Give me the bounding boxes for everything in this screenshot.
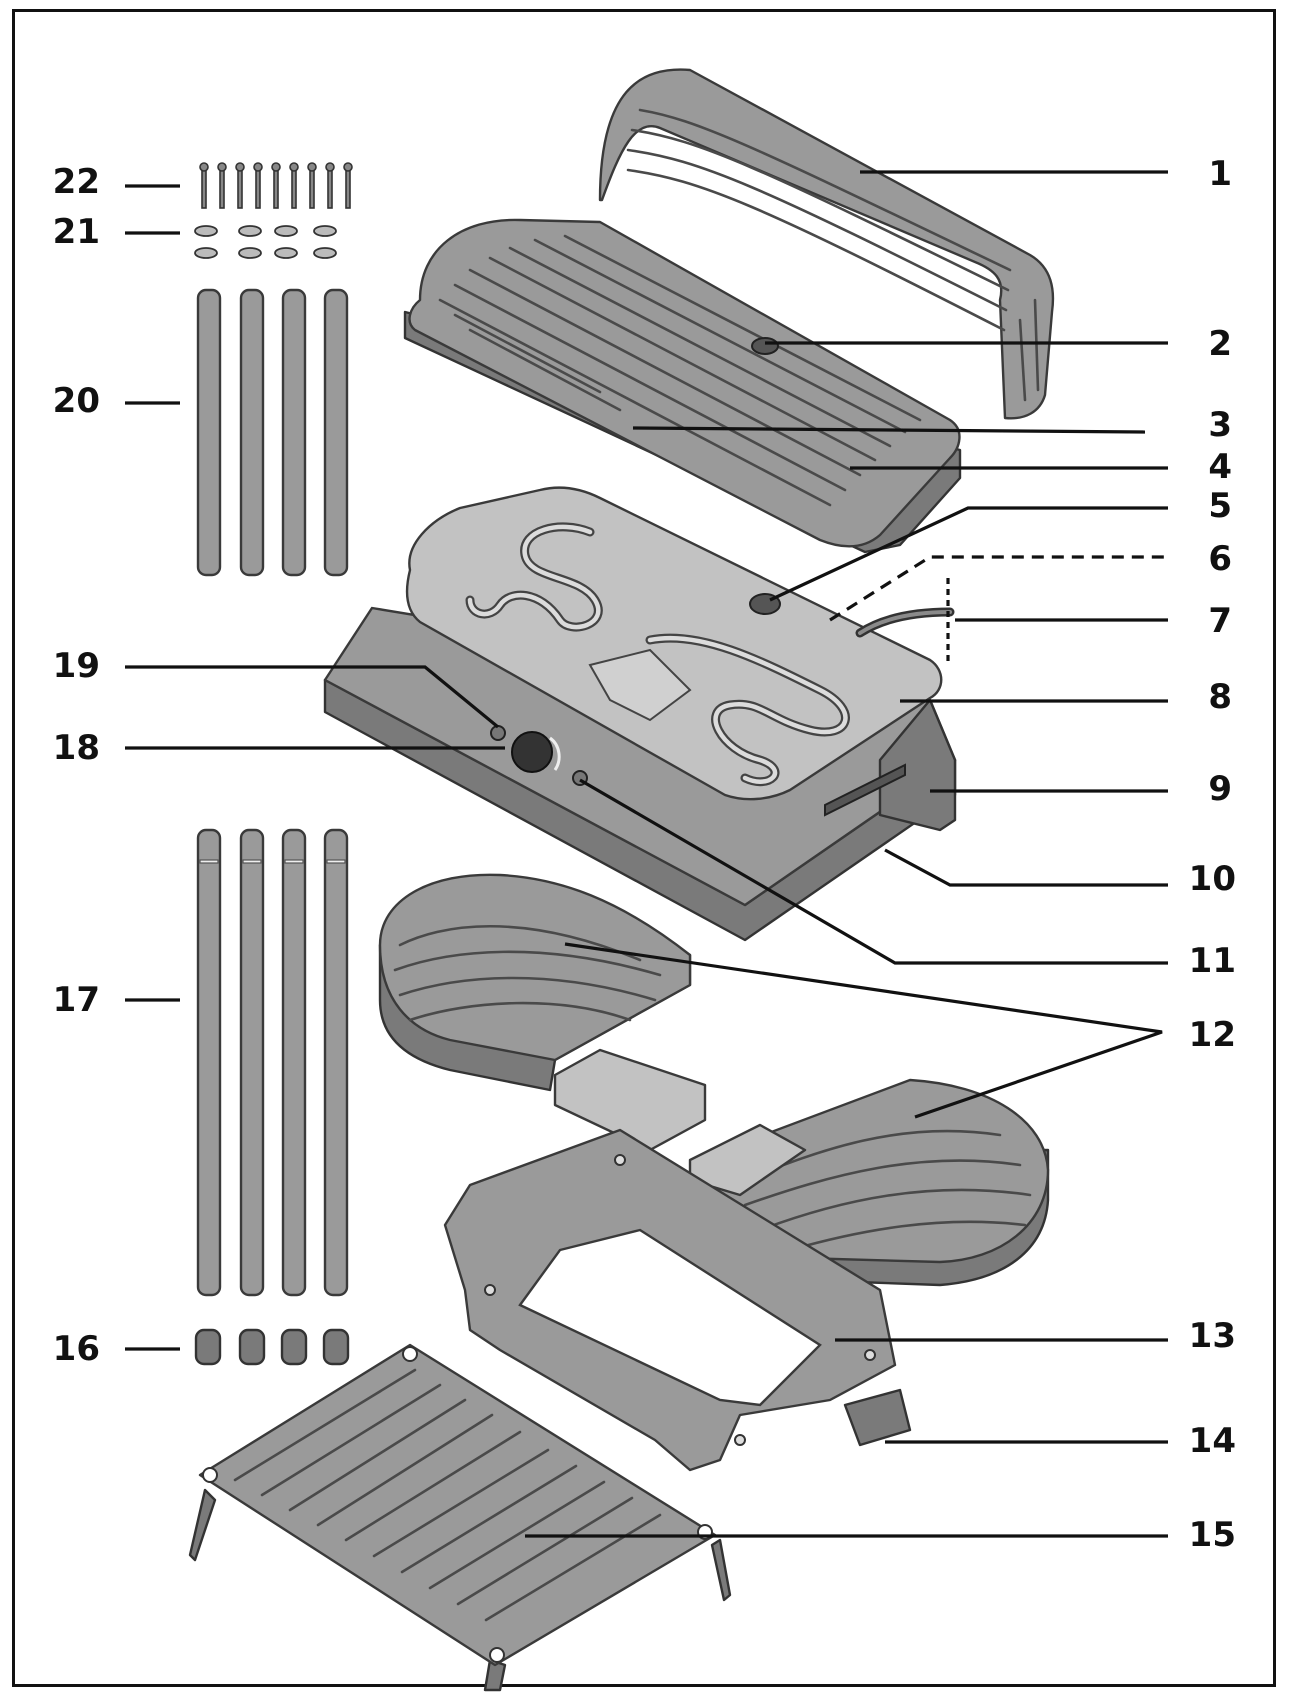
diagram-frame: [12, 9, 1276, 1687]
part-22-screws: [199, 162, 353, 209]
label-8: 8: [1208, 677, 1232, 717]
label-22: 22: [53, 162, 100, 202]
label-10: 10: [1189, 859, 1236, 899]
leader-lines: [125, 170, 1168, 1538]
heating-base: [323, 486, 957, 942]
label-15: 15: [1189, 1515, 1236, 1555]
label-1: 1: [1208, 154, 1232, 194]
label-11: 11: [1189, 941, 1236, 981]
label-4: 4: [1208, 447, 1232, 487]
part-17-legs: [196, 828, 349, 1297]
label-21: 21: [53, 212, 100, 252]
label-14: 14: [1189, 1421, 1236, 1461]
label-16: 16: [53, 1329, 100, 1369]
part-number-labels: 1 2 3 4 5 6 7 8 9 10 11 12 13 14 15 16 1…: [53, 154, 1236, 1555]
leader-11: [579, 778, 1168, 965]
part-20-rods: [196, 288, 349, 577]
leader-3: [632, 426, 1146, 434]
label-5: 5: [1208, 486, 1232, 526]
label-7: 7: [1208, 601, 1232, 641]
label-20: 20: [53, 381, 100, 421]
label-17: 17: [53, 980, 100, 1020]
part-21-wing-nuts: [194, 225, 337, 259]
label-2: 2: [1208, 324, 1232, 364]
part-3-grill-plate: [403, 218, 962, 554]
label-3: 3: [1208, 405, 1232, 445]
leader-5: [769, 506, 1168, 602]
leader-12: [564, 942, 1163, 1119]
label-19: 19: [53, 646, 100, 686]
label-18: 18: [53, 728, 100, 768]
part-12-drip-tray-upper: [378, 873, 707, 1152]
label-13: 13: [1189, 1316, 1236, 1356]
label-12: 12: [1189, 1015, 1236, 1055]
leader-19: [125, 665, 500, 729]
part-13-frame: [443, 1128, 912, 1472]
label-9: 9: [1208, 769, 1232, 809]
leader-6: [829, 555, 1168, 622]
part-1-wind-shield: [598, 68, 1055, 420]
label-6: 6: [1208, 539, 1232, 579]
part-16-feet: [194, 1328, 350, 1366]
leader-10: [884, 848, 1168, 887]
part-15-grate: [188, 1343, 732, 1692]
